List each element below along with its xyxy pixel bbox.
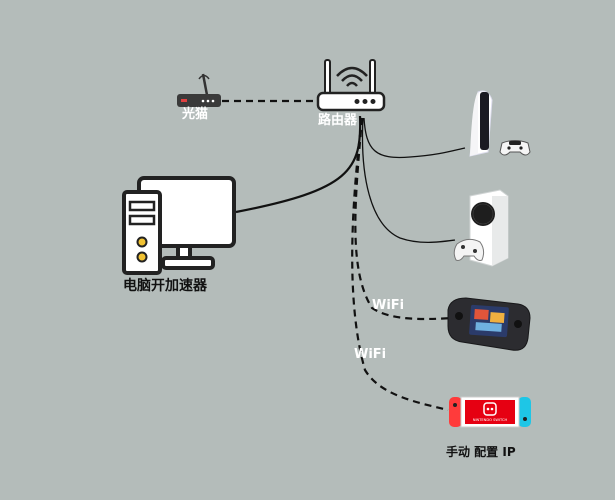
wifi-label-steamdeck: WiFi <box>372 298 404 313</box>
desktop-pc-icon <box>122 176 236 275</box>
nintendo-switch-icon: NINTENDO SWITCH <box>449 396 531 428</box>
modem-label: 光猫 <box>181 106 208 122</box>
link-router-ps5 <box>363 117 466 159</box>
switch-label: 手动 配置 IP <box>446 444 516 459</box>
link-router-xbox <box>361 117 456 244</box>
switch-logo-text: NINTENDO SWITCH <box>473 418 508 422</box>
xbox-series-s-icon <box>453 189 509 267</box>
steam-deck-icon <box>447 297 531 351</box>
pc-label: 电脑开加速器 <box>123 277 208 294</box>
link-router-pc <box>235 115 362 214</box>
link-router-steamdeck <box>354 117 453 321</box>
wifi-label-switch: WiFi <box>354 347 386 362</box>
router-icon <box>316 59 386 112</box>
modem-icon <box>177 73 221 107</box>
ps5-console-icon <box>469 90 531 157</box>
link-router-switch <box>351 117 449 412</box>
router-label: 路由器 <box>318 112 358 128</box>
